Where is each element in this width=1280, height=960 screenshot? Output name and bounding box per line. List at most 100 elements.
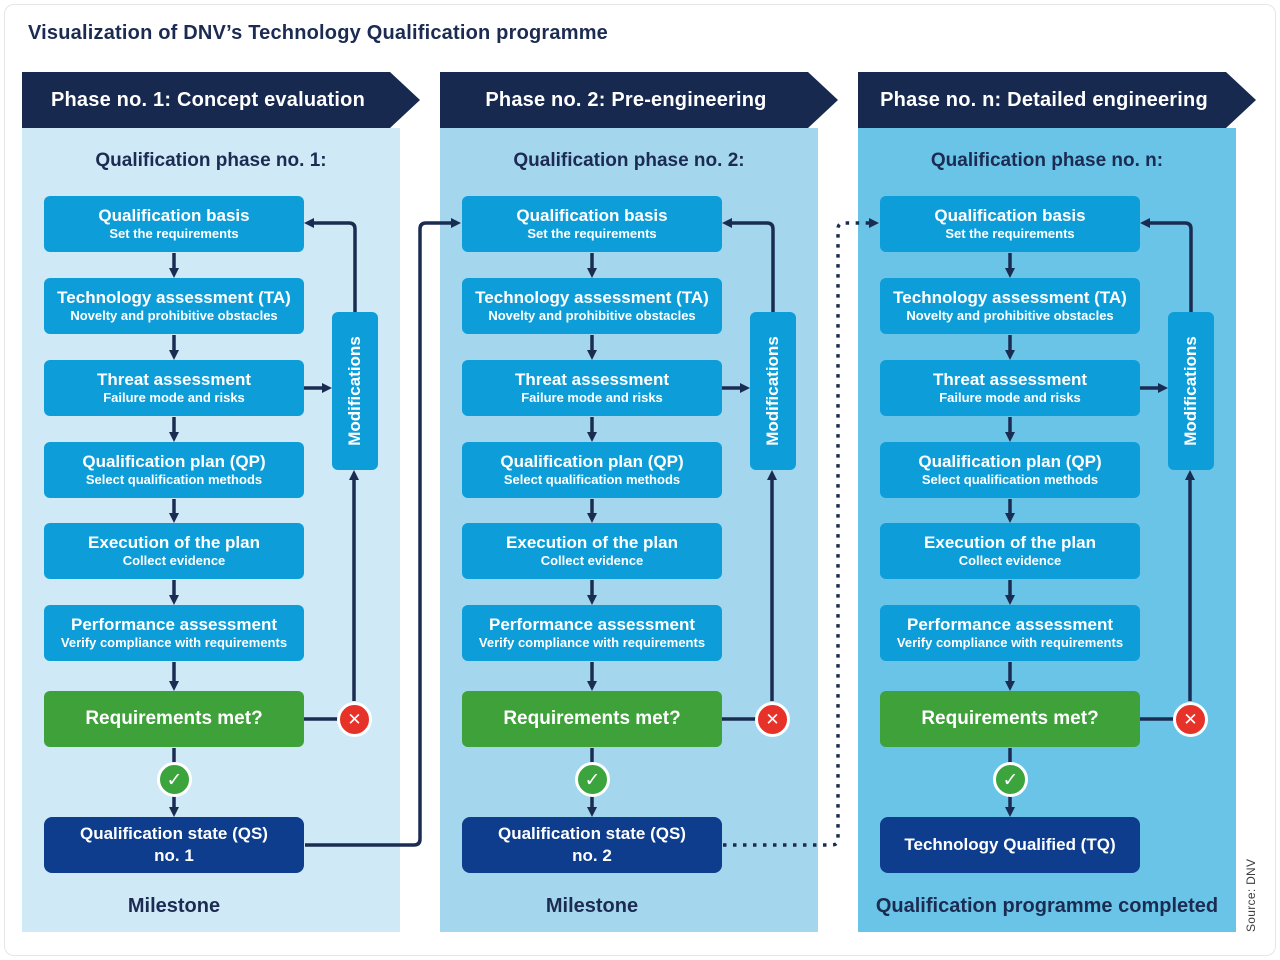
step-technology-assessment: Technology assessment (TA) Novelty and p… [880,278,1140,334]
step-subtitle: Collect evidence [958,553,1062,569]
step-title: Technology assessment (TA) [893,287,1127,307]
state-line1: Qualification state (QS) [498,823,686,843]
approve-badge: ✓ [993,762,1028,797]
modifications-box: Modifications [1168,312,1214,470]
phase-column-n: Phase no. n: Detailed engineering Qualif… [858,72,1236,932]
step-subtitle: Novelty and prohibitive obstacles [70,308,278,324]
decision-requirements-met: Requirements met? [880,691,1140,747]
step-execution-of-plan: Execution of the plan Collect evidence [44,523,304,579]
check-icon: ✓ [584,768,601,791]
step-subtitle: Set the requirements [527,226,657,242]
step-threat-assessment: Threat assessment Failure mode and risks [44,360,304,416]
decision-requirements-met: Requirements met? [462,691,722,747]
phase-subtitle: Qualification phase no. n: [930,150,1164,171]
step-title: Qualification plan (QP) [918,451,1102,471]
approve-badge: ✓ [575,762,610,797]
phase-footer: Milestone [545,895,639,917]
step-title: Qualification plan (QP) [500,451,684,471]
step-title: Execution of the plan [924,532,1096,552]
phase-subtitle: Qualification phase no. 2: [513,150,745,171]
step-title: Execution of the plan [88,532,260,552]
phase-column-1: Phase no. 1: Concept evaluation Qualific… [22,72,400,932]
qualification-state-box: Qualification state (QS) no. 1 [44,817,304,873]
step-subtitle: Set the requirements [109,226,239,242]
step-execution-of-plan: Execution of the plan Collect evidence [462,523,722,579]
step-performance-assessment: Performance assessment Verify compliance… [44,605,304,661]
phase-header: Phase no. n: Detailed engineering [858,72,1256,128]
source-note: Source: DNV [1244,858,1258,932]
step-title: Technology assessment (TA) [475,287,709,307]
step-technology-assessment: Technology assessment (TA) Novelty and p… [462,278,722,334]
step-title: Execution of the plan [506,532,678,552]
cross-icon: ✕ [765,709,780,730]
step-subtitle: Collect evidence [540,553,644,569]
step-subtitle: Select qualification methods [85,472,263,488]
step-qualification-plan: Qualification plan (QP) Select qualifica… [44,442,304,498]
step-title: Performance assessment [70,614,277,634]
step-subtitle: Verify compliance with requirements [896,635,1124,651]
reject-badge: ✕ [337,702,372,737]
step-subtitle: Failure mode and risks [103,390,245,406]
modifications-label: Modifications [763,336,782,446]
step-title: Threat assessment [96,369,252,389]
step-performance-assessment: Performance assessment Verify compliance… [462,605,722,661]
modifications-label: Modifications [1181,336,1200,446]
step-subtitle: Select qualification methods [921,472,1099,488]
step-title: Qualification basis [934,205,1086,225]
step-title: Performance assessment [906,614,1113,634]
modifications-box: Modifications [750,312,796,470]
technology-qualified-box: Technology Qualified (TQ) [880,817,1140,873]
phase-header-label: Phase no. 1: Concept evaluation [50,88,366,111]
step-subtitle: Novelty and prohibitive obstacles [488,308,696,324]
state-line1: Technology Qualified (TQ) [904,834,1116,854]
modifications-label: Modifications [345,336,364,446]
step-subtitle: Novelty and prohibitive obstacles [906,308,1114,324]
cross-icon: ✕ [1183,709,1198,730]
phase-footer: Qualification programme completed [875,895,1219,917]
state-line1: Qualification state (QS) [80,823,268,843]
step-qualification-basis: Qualification basis Set the requirements [462,196,722,252]
check-icon: ✓ [166,768,183,791]
step-subtitle: Failure mode and risks [521,390,663,406]
phase-header-label: Phase no. n: Detailed engineering [880,88,1208,111]
approve-badge: ✓ [157,762,192,797]
step-execution-of-plan: Execution of the plan Collect evidence [880,523,1140,579]
step-subtitle: Verify compliance with requirements [478,635,706,651]
step-qualification-basis: Qualification basis Set the requirements [44,196,304,252]
step-qualification-plan: Qualification plan (QP) Select qualifica… [880,442,1140,498]
phase-column-2: Phase no. 2: Pre-engineering Qualificati… [440,72,818,932]
step-title: Performance assessment [488,614,695,634]
phase-subtitle: Qualification phase no. 1: [95,150,327,171]
step-subtitle: Collect evidence [122,553,226,569]
step-subtitle: Set the requirements [945,226,1075,242]
step-qualification-basis: Qualification basis Set the requirements [880,196,1140,252]
reject-badge: ✕ [755,702,790,737]
step-qualification-plan: Qualification plan (QP) Select qualifica… [462,442,722,498]
check-icon: ✓ [1002,768,1019,791]
step-title: Threat assessment [514,369,670,389]
state-line2: no. 2 [572,846,612,865]
step-performance-assessment: Performance assessment Verify compliance… [880,605,1140,661]
modifications-box: Modifications [332,312,378,470]
step-subtitle: Failure mode and risks [939,390,1081,406]
step-threat-assessment: Threat assessment Failure mode and risks [462,360,722,416]
step-title: Qualification basis [516,205,668,225]
step-threat-assessment: Threat assessment Failure mode and risks [880,360,1140,416]
step-title: Qualification basis [98,205,250,225]
step-subtitle: Select qualification methods [503,472,681,488]
step-technology-assessment: Technology assessment (TA) Novelty and p… [44,278,304,334]
decision-requirements-met: Requirements met? [44,691,304,747]
cross-icon: ✕ [347,709,362,730]
phase-header: Phase no. 1: Concept evaluation [22,72,420,128]
step-title: Qualification plan (QP) [82,451,266,471]
qualification-state-box: Qualification state (QS) no. 2 [462,817,722,873]
phase-footer: Milestone [127,895,221,917]
reject-badge: ✕ [1173,702,1208,737]
phase-header-label: Phase no. 2: Pre-engineering [485,88,767,111]
step-title: Threat assessment [932,369,1088,389]
step-title: Technology assessment (TA) [57,287,291,307]
step-subtitle: Verify compliance with requirements [60,635,288,651]
state-line2: no. 1 [154,846,194,865]
phase-header: Phase no. 2: Pre-engineering [440,72,838,128]
